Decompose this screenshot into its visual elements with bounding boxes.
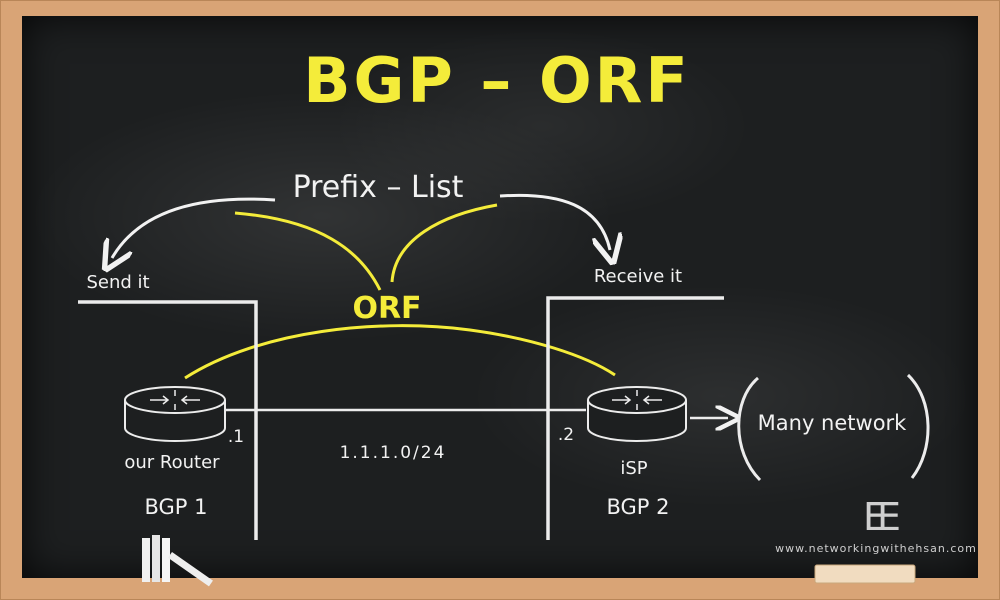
brand-logo: EE [863,495,909,539]
orf-curve-left [234,211,382,291]
as-boundary-right [546,296,724,540]
receive-arrow [499,193,610,250]
left-router-icon [124,386,226,442]
left-paren [737,376,762,482]
right-bgp-label: BGP 2 [606,495,669,519]
left-router-name: our Router [124,452,220,473]
send-label: Send it [86,272,149,293]
orf-curve-right [390,203,498,283]
receive-label: Receive it [594,266,682,287]
many-network-label: Many network [758,411,908,435]
brand-logo-text: EE [863,495,899,539]
right-router-icon [587,386,687,442]
brand-url: www.networkingwithehsan.com [775,542,977,555]
as-boundary-left [78,300,258,540]
right-paren [906,373,930,479]
orf-arc [184,324,616,380]
chalk-sticks [142,535,213,587]
chalk-eraser [814,564,916,584]
link-subnet: 1.1.1.0/24 [340,443,447,463]
page-title: BGP – ORF [303,44,691,117]
right-ip-suffix: .2 [558,425,574,445]
orf-label: ORF [352,291,421,326]
left-bgp-label: BGP 1 [144,495,207,519]
chalkboard [22,16,978,578]
prefix-list-label: Prefix – List [293,170,464,205]
left-ip-suffix: .1 [228,427,244,447]
right-router-name: iSP [620,458,647,479]
send-arrow [112,197,276,258]
